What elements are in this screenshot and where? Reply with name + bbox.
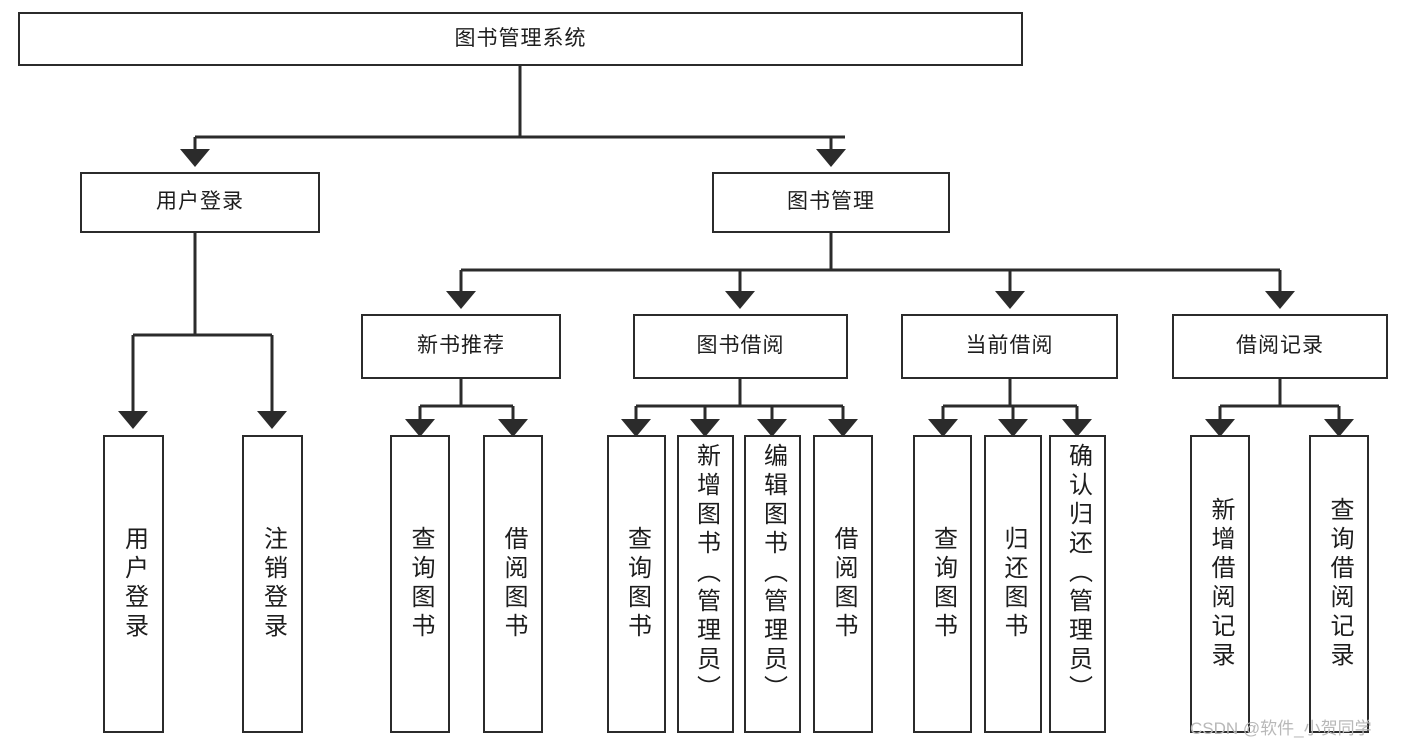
node-book-borrow[interactable]: 图书借阅 (633, 314, 848, 379)
node-leaf-confirm-return[interactable]: 确认归还（管理员） (1049, 435, 1106, 733)
node-leaf-borrow-book-2[interactable]: 借阅图书 (813, 435, 873, 733)
node-borrow-record-label: 借阅记录 (1236, 334, 1324, 358)
node-leaf-borrow-book-1-label: 借阅图书 (500, 526, 527, 642)
node-book-borrow-label: 图书借阅 (696, 334, 785, 358)
node-leaf-user-login-label: 用户登录 (120, 526, 148, 642)
node-leaf-query-book-1-label: 查询图书 (407, 526, 434, 642)
node-root[interactable]: 图书管理系统 (18, 12, 1023, 66)
node-leaf-add-record[interactable]: 新增借阅记录 (1190, 435, 1250, 733)
node-user-login-label: 用户登录 (156, 190, 244, 214)
node-leaf-query-book-3-label: 查询图书 (929, 526, 957, 642)
node-borrow-record[interactable]: 借阅记录 (1172, 314, 1388, 379)
node-leaf-query-record-label: 查询借阅记录 (1326, 497, 1353, 671)
node-leaf-return-book-label: 归还图书 (1000, 526, 1027, 642)
node-leaf-edit-book-label: 编辑图书（管理员） (759, 443, 787, 704)
node-root-label: 图书管理系统 (454, 26, 587, 50)
node-leaf-query-book-2[interactable]: 查询图书 (607, 435, 666, 733)
node-leaf-return-book[interactable]: 归还图书 (984, 435, 1042, 733)
node-new-book-rec-label: 新书推荐 (417, 334, 505, 358)
node-book-manage[interactable]: 图书管理 (712, 172, 950, 233)
node-current-borrow[interactable]: 当前借阅 (901, 314, 1118, 379)
node-leaf-logout-label: 注销登录 (259, 526, 287, 642)
node-leaf-borrow-book-1[interactable]: 借阅图书 (483, 435, 543, 733)
node-leaf-add-record-label: 新增借阅记录 (1207, 497, 1234, 671)
node-leaf-query-record[interactable]: 查询借阅记录 (1309, 435, 1369, 733)
node-leaf-confirm-return-label: 确认归还（管理员） (1064, 443, 1092, 704)
node-leaf-edit-book[interactable]: 编辑图书（管理员） (744, 435, 801, 733)
node-leaf-add-book[interactable]: 新增图书（管理员） (677, 435, 734, 733)
node-leaf-query-book-3[interactable]: 查询图书 (913, 435, 972, 733)
node-leaf-query-book-1[interactable]: 查询图书 (390, 435, 450, 733)
node-leaf-user-login[interactable]: 用户登录 (103, 435, 164, 733)
csdn-watermark: CSDN @软件_小贺同学 (1190, 719, 1372, 738)
node-leaf-borrow-book-2-label: 借阅图书 (830, 526, 857, 642)
node-current-borrow-label: 当前借阅 (965, 334, 1054, 358)
node-leaf-query-book-2-label: 查询图书 (623, 526, 651, 642)
node-book-manage-label: 图书管理 (787, 190, 875, 214)
node-new-book-rec[interactable]: 新书推荐 (361, 314, 561, 379)
node-user-login[interactable]: 用户登录 (80, 172, 320, 233)
node-leaf-add-book-label: 新增图书（管理员） (692, 443, 720, 704)
node-leaf-logout[interactable]: 注销登录 (242, 435, 303, 733)
